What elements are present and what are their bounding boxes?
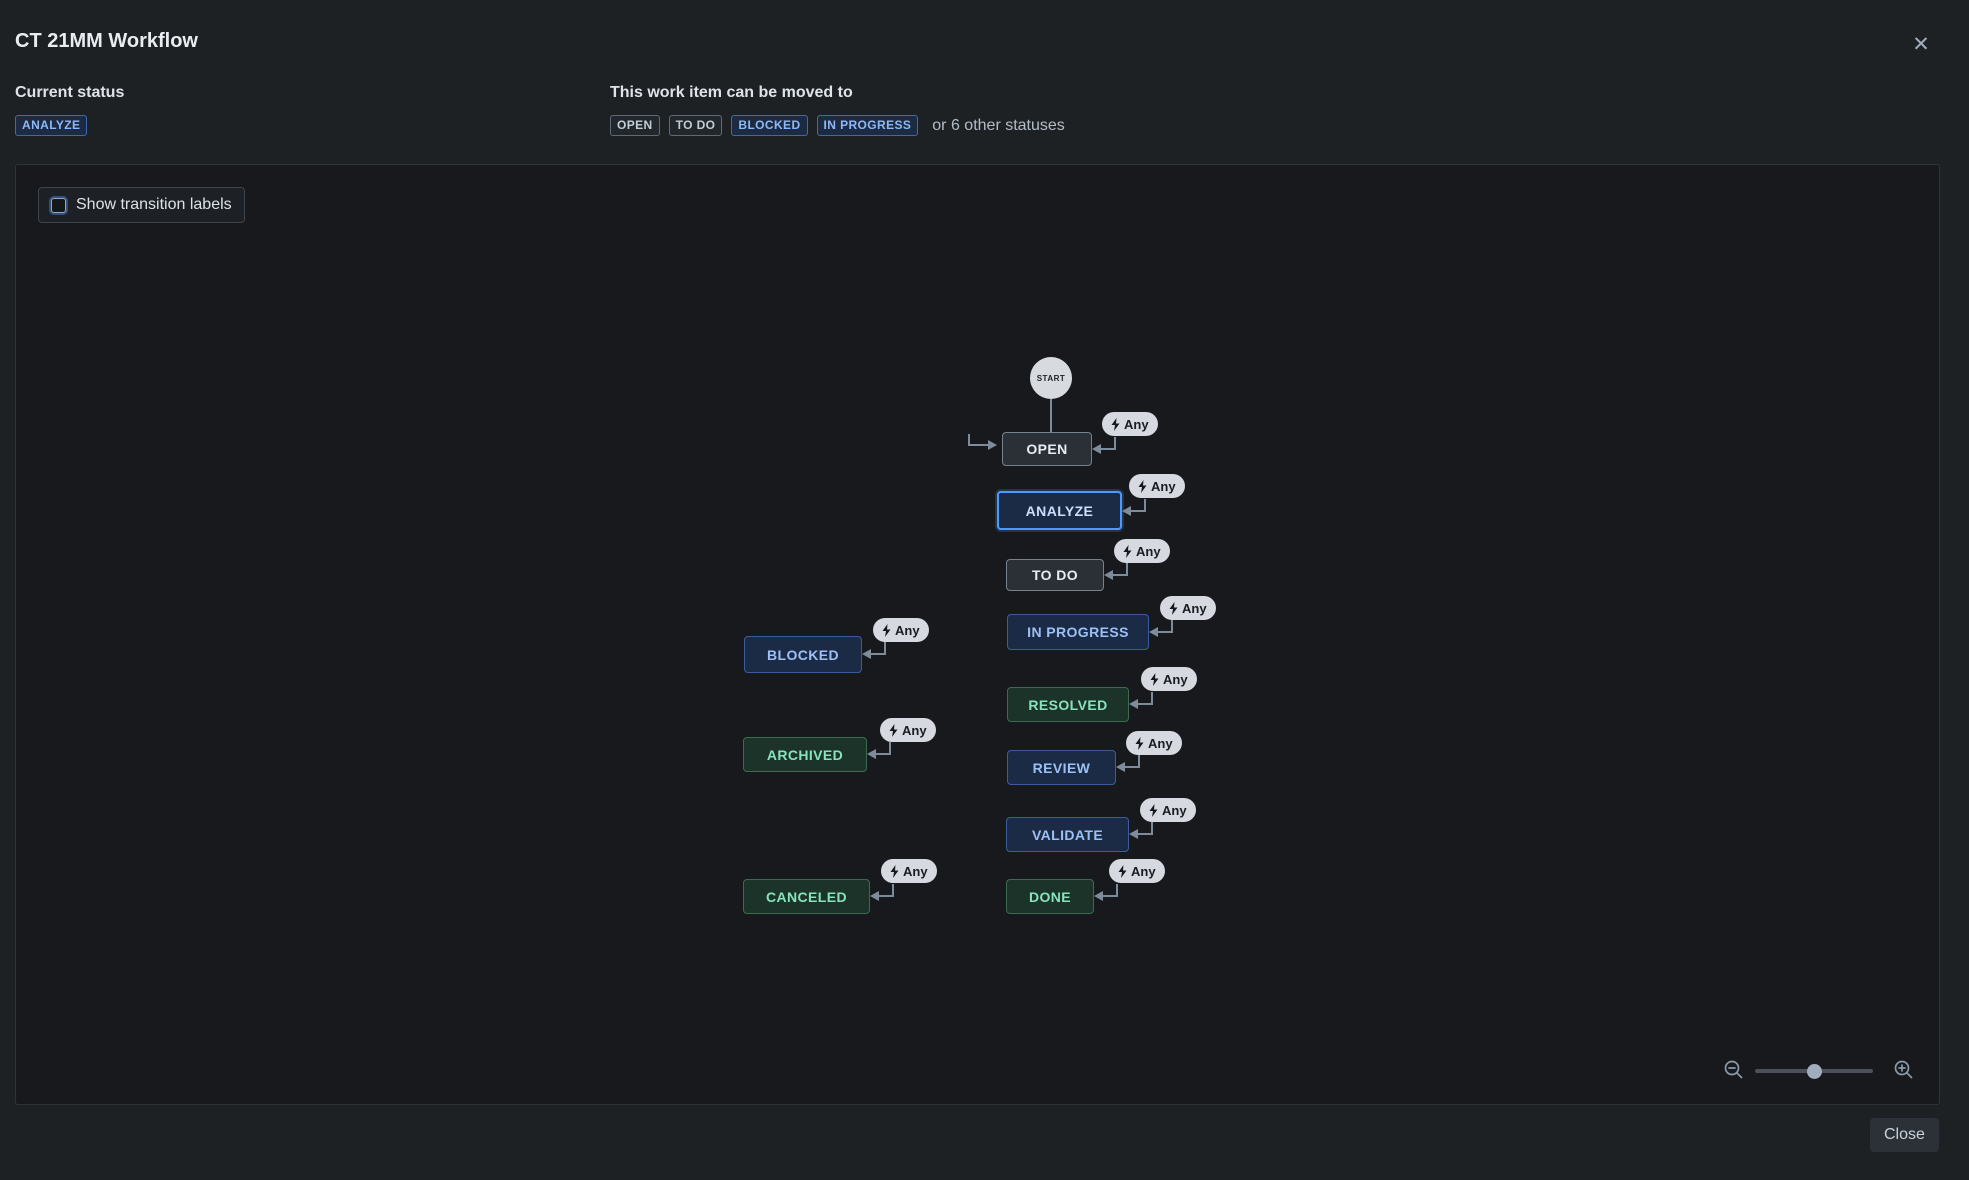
transition-any-label: Any bbox=[895, 622, 920, 638]
transition-any-pill-review: Any bbox=[1126, 731, 1182, 755]
status-badge-analyze: ANALYZE bbox=[15, 115, 88, 136]
lightning-icon bbox=[882, 623, 891, 637]
lightning-icon bbox=[889, 723, 898, 737]
show-transition-labels-control: Show transition labels bbox=[38, 187, 245, 223]
workflow-node-inprogress[interactable]: IN PROGRESS bbox=[1007, 614, 1149, 650]
zoom-in-button[interactable] bbox=[1892, 1059, 1916, 1083]
transition-any-pill-open: Any bbox=[1102, 412, 1158, 436]
transition-arrow-icon bbox=[1116, 755, 1140, 772]
workflow-node-open[interactable]: OPEN bbox=[1002, 432, 1092, 466]
close-icon[interactable]: ✕ bbox=[1904, 28, 1938, 62]
transition-any-pill-done: Any bbox=[1109, 859, 1165, 883]
transition-arrow-icon bbox=[1129, 822, 1153, 839]
workflow-node-analyze[interactable]: ANALYZE bbox=[997, 491, 1122, 530]
lightning-icon bbox=[1138, 479, 1147, 493]
status-badge-inprogress: IN PROGRESS bbox=[816, 115, 919, 136]
current-status-label: Current status bbox=[15, 84, 125, 101]
transition-any-pill-todo: Any bbox=[1114, 539, 1170, 563]
workflow-node-blocked[interactable]: BLOCKED bbox=[744, 636, 862, 673]
transition-any-pill-validate: Any bbox=[1140, 798, 1196, 822]
workflow-node-done[interactable]: DONE bbox=[1006, 879, 1094, 914]
show-transition-labels-label[interactable]: Show transition labels bbox=[76, 196, 232, 213]
zoom-out-button[interactable] bbox=[1722, 1059, 1746, 1083]
transition-arrow-icon bbox=[1129, 692, 1153, 709]
transition-any-label: Any bbox=[1131, 863, 1156, 879]
lightning-icon bbox=[1123, 544, 1132, 558]
transition-any-label: Any bbox=[1182, 600, 1207, 616]
transition-any-label: Any bbox=[1162, 802, 1187, 818]
status-badge-open: OPEN bbox=[610, 115, 660, 136]
zoom-slider-handle[interactable] bbox=[1807, 1064, 1822, 1079]
transition-any-label: Any bbox=[1163, 671, 1188, 687]
workflow-node-resolved[interactable]: RESOLVED bbox=[1007, 687, 1129, 722]
transition-any-label: Any bbox=[1148, 735, 1173, 751]
transition-any-label: Any bbox=[903, 863, 928, 879]
page-title: CT 21MM Workflow bbox=[15, 30, 198, 52]
transition-any-pill-analyze: Any bbox=[1129, 474, 1185, 498]
lightning-icon bbox=[1118, 864, 1127, 878]
transition-arrow-icon bbox=[1094, 884, 1118, 901]
workflow-canvas[interactable]: Show transition labels START OPEN ANALYZ… bbox=[15, 164, 1940, 1105]
show-transition-labels-checkbox[interactable] bbox=[51, 197, 66, 213]
transition-any-label: Any bbox=[902, 722, 927, 738]
moved-to-label: This work item can be moved to bbox=[610, 84, 853, 101]
transition-arrow-icon bbox=[1149, 620, 1173, 637]
moved-to-row: OPEN TO DO BLOCKED IN PROGRESS or 6 othe… bbox=[610, 115, 1065, 136]
zoom-in-icon bbox=[1894, 1060, 1913, 1079]
workflow-node-archived[interactable]: ARCHIVED bbox=[743, 737, 867, 772]
workflow-node-review[interactable]: REVIEW bbox=[1007, 750, 1116, 785]
transition-any-pill-canceled: Any bbox=[881, 859, 937, 883]
status-badge-blocked: BLOCKED bbox=[731, 115, 808, 136]
transition-arrow-icon bbox=[1122, 499, 1146, 516]
transition-any-label: Any bbox=[1124, 416, 1149, 432]
lightning-icon bbox=[1149, 803, 1158, 817]
transition-arrow-icon bbox=[862, 642, 886, 659]
transition-arrow-icon bbox=[867, 742, 891, 759]
transition-arrow-icon bbox=[870, 884, 894, 901]
workflow-node-start[interactable]: START bbox=[1030, 357, 1072, 399]
lightning-icon bbox=[1135, 736, 1144, 750]
start-open-connector bbox=[1050, 399, 1052, 432]
incoming-arrow-icon bbox=[968, 434, 997, 450]
lightning-icon bbox=[1111, 417, 1120, 431]
lightning-icon bbox=[1169, 601, 1178, 615]
transition-any-pill-archived: Any bbox=[880, 718, 936, 742]
transition-any-label: Any bbox=[1136, 543, 1161, 559]
lightning-icon bbox=[1150, 672, 1159, 686]
transition-arrow-icon bbox=[1104, 563, 1128, 580]
close-button[interactable]: Close bbox=[1870, 1118, 1939, 1152]
status-badge-todo: TO DO bbox=[668, 115, 723, 136]
workflow-node-canceled[interactable]: CANCELED bbox=[743, 879, 870, 914]
transition-any-pill-blocked: Any bbox=[873, 618, 929, 642]
more-statuses-text: or 6 other statuses bbox=[932, 116, 1065, 134]
transition-any-pill-resolved: Any bbox=[1141, 667, 1197, 691]
transition-any-pill-inprogress: Any bbox=[1160, 596, 1216, 620]
workflow-node-validate[interactable]: VALIDATE bbox=[1006, 817, 1129, 852]
transition-arrow-icon bbox=[1092, 437, 1116, 454]
workflow-node-todo[interactable]: TO DO bbox=[1006, 559, 1104, 591]
lightning-icon bbox=[890, 864, 899, 878]
zoom-out-icon bbox=[1724, 1060, 1743, 1079]
current-status-row: ANALYZE bbox=[15, 115, 88, 136]
transition-any-label: Any bbox=[1151, 478, 1176, 494]
